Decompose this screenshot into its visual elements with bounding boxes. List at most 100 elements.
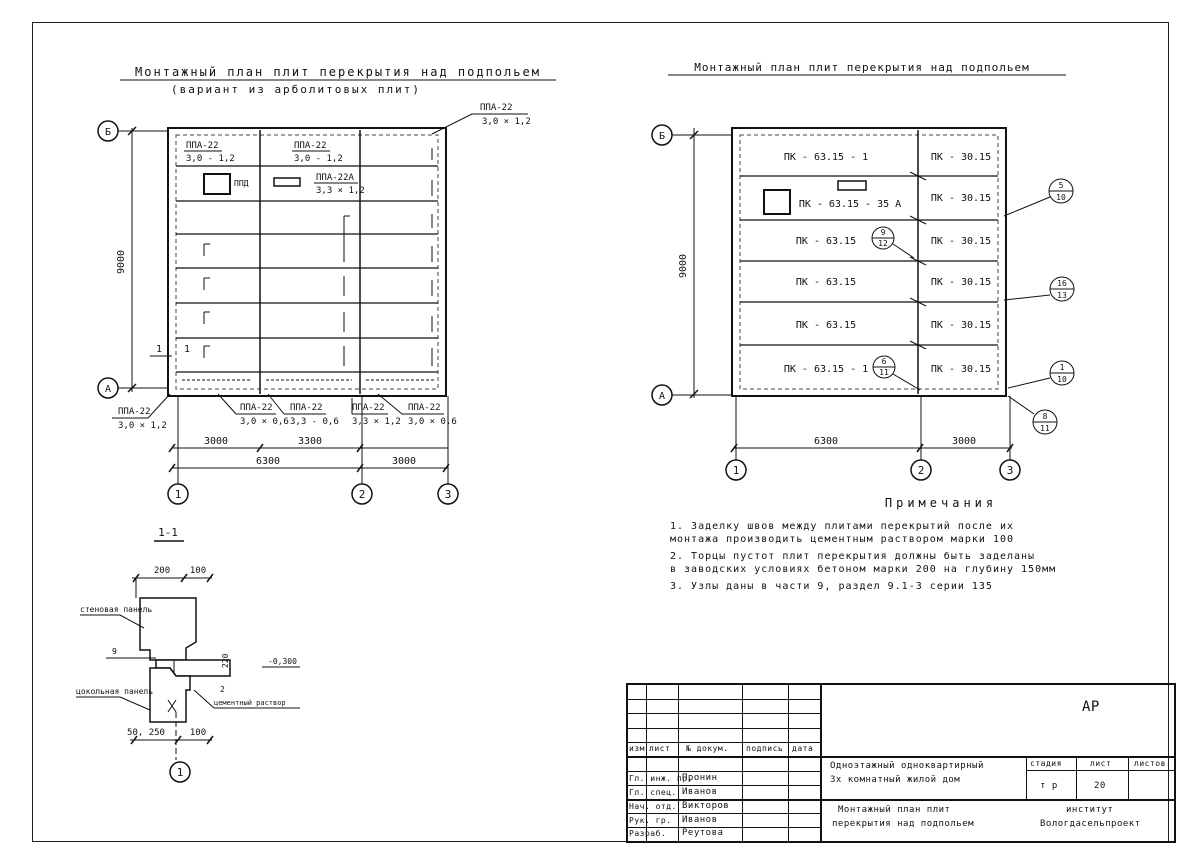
left-axis-1: 1 [175, 488, 182, 501]
dim-6300: 6300 [256, 456, 280, 467]
col-list: лист [649, 744, 671, 753]
name-1: Иванов [682, 787, 718, 797]
slab-label-left-1: ПК - 63.15 - 35 А [799, 199, 901, 210]
title-block: АР изм лист № докум. подпись дата Гл. ин… [626, 683, 1176, 843]
cell-size-1: 3,0 - 1,2 [186, 154, 235, 164]
cell-size-2: 3,0 - 1,2 [294, 154, 343, 164]
col-date: дата [792, 744, 814, 753]
project-line-2: 3х комнатный жилой дом [830, 775, 961, 785]
right-axis-2: 2 [918, 464, 925, 477]
sec-dim-100: 100 [190, 566, 206, 576]
name-3: Иванов [682, 815, 718, 825]
top-right-code: ППА-22 [480, 103, 513, 113]
bot-code-2: ППА-22 [240, 403, 273, 413]
left-plan-title: Монтажный план плит перекрытия над подпо… [135, 65, 541, 79]
plinth-panel-label: цокольная панель [76, 687, 153, 696]
bot-code-4: ППА-22 [352, 403, 385, 413]
institute-line-2: Вологдасельпроект [1040, 819, 1141, 829]
row-mark: 1 [184, 344, 190, 355]
note-3: 3. Узлы даны в части 9, раздел 9.1-3 сер… [666, 580, 1166, 593]
slab-label-left-2: ПК - 63.15 [796, 236, 856, 247]
node-11-bot: 11 [879, 368, 889, 377]
node-1-top: 1 [1060, 363, 1065, 372]
mark-9: 9 [112, 647, 117, 656]
slab-label-right-2: ПК - 30.15 [931, 236, 991, 247]
node-13-bot: 13 [1057, 291, 1067, 300]
dim-3000: 3000 [204, 436, 228, 447]
right-plan-title: Монтажный план плит перекрытия над подпо… [694, 61, 1029, 74]
node-10b-bot: 10 [1057, 375, 1067, 384]
notes-block: Примечания 1. Заделку швов между плитами… [666, 497, 1166, 597]
right-axis-1: 1 [733, 464, 740, 477]
bot-code-3: ППА-22 [290, 403, 323, 413]
node-9-top: 9 [881, 228, 886, 237]
level-label: -0,300 [268, 657, 297, 666]
bot-size-4: 3,3 × 1,2 [352, 417, 401, 427]
node-8-top: 8 [1043, 412, 1048, 421]
node-11b-bot: 11 [1040, 424, 1050, 433]
slab-label-left-0: ПК - 63.15 - 1 [784, 152, 868, 163]
mortar-label: цементный раствор [214, 699, 286, 707]
left-height-dim: 9000 [116, 250, 127, 274]
right-axis-b: Б [659, 131, 665, 142]
institute-line-1: институт [1066, 805, 1114, 815]
note-1b: монтажа производить цементным раствором … [670, 534, 1015, 545]
right-plan: Монтажный план плит перекрытия над подпо… [651, 61, 1075, 481]
section-1-1: 1-1 200 100 стеновая панель цокольная па… [76, 526, 300, 783]
node-12-bot: 12 [878, 239, 888, 248]
name-2: Викторов [682, 801, 730, 811]
left-axis-a: А [105, 384, 111, 395]
bot-code-1: ППА-22 [118, 407, 151, 417]
drawing-frame [32, 22, 1169, 842]
drawing-line-2: перекрытия над подпольем [832, 819, 975, 829]
mark-220: 220 [221, 653, 230, 668]
slab-label-left-3: ПК - 63.15 [796, 277, 856, 288]
stage-value: т р [1040, 781, 1058, 791]
left-plan: Монтажный план плит перекрытия над подпо… [97, 65, 556, 505]
note-2a: 2. Торцы пустот плит перекрытия должны б… [670, 551, 1036, 562]
stamp-code: АР [1082, 699, 1100, 715]
section-axis-1: 1 [177, 766, 184, 779]
left-axis-b: Б [105, 127, 111, 138]
dim-3000b: 3000 [392, 456, 416, 467]
slab-label-left-5: ПК - 63.15 - 1 [784, 364, 868, 375]
left-axis-2: 2 [359, 488, 366, 501]
role-4: Разраб. [629, 829, 667, 838]
note-2b: в заводских условиях бетоном марки 200 н… [670, 564, 1057, 575]
cell-code-2b: ППА-22А [316, 173, 355, 183]
role-1: Гл. спец. [629, 788, 677, 797]
note-1a: 1. Заделку швов между плитами перекрытий… [670, 521, 1015, 532]
node-16-top: 16 [1057, 279, 1067, 288]
slab-label-left-4: ПК - 63.15 [796, 320, 856, 331]
note-2: 2. Торцы пустот плит перекрытия должны б… [666, 550, 1166, 576]
notes-heading: Примечания [884, 496, 998, 510]
sheets-heading: листов [1134, 759, 1166, 768]
role-3: Рук. гр. [629, 816, 672, 825]
right-height-dim: 9000 [678, 254, 689, 278]
slab-label-right-4: ПК - 30.15 [931, 320, 991, 331]
name-4: Реутова [682, 828, 724, 838]
mark-2: 2 [220, 685, 225, 694]
sec-dim-200: 200 [154, 566, 170, 576]
node-6-top: 6 [882, 357, 887, 366]
slab-label-right-0: ПК - 30.15 [931, 152, 991, 163]
cell-size-2b: 3,3 × 1,2 [316, 186, 365, 196]
sheet-value: 20 [1094, 781, 1106, 791]
col-izm: изм [629, 744, 645, 753]
cell-code-2: ППА-22 [294, 141, 327, 151]
name-0: Пронин [682, 773, 718, 783]
slab-label-right-3: ПК - 30.15 [931, 277, 991, 288]
role-2: Нач. отд. [629, 802, 677, 811]
note-3a: 3. Узлы даны в части 9, раздел 9.1-3 сер… [670, 581, 993, 592]
col-sign: подпись [746, 744, 784, 753]
role-0: Гл. инж. пр. [629, 774, 693, 783]
stage-heading: стадия [1030, 759, 1062, 768]
section-title: 1-1 [158, 526, 178, 539]
cell-code-1: ППА-22 [186, 141, 219, 151]
bot-size-2: 3,0 × 0,6 [240, 417, 289, 427]
drawing-line-1: Монтажный план плит [838, 805, 951, 815]
ppd-label: ППД [234, 179, 249, 188]
right-dim-3000: 3000 [952, 436, 976, 447]
node-10-bot: 10 [1056, 193, 1066, 202]
dim-3300: 3300 [298, 436, 322, 447]
